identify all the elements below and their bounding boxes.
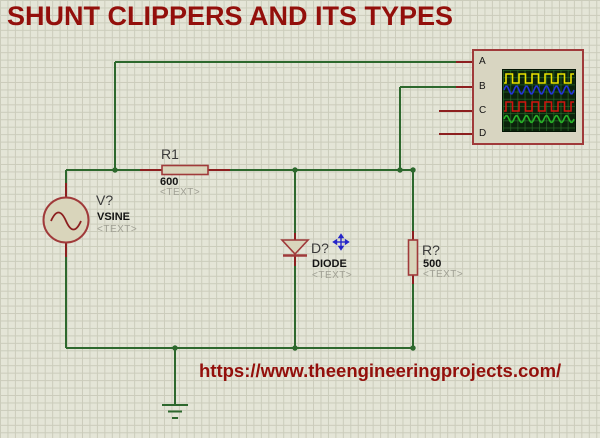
load-ref-label[interactable]: R? [422, 242, 440, 258]
waveform-channel-B [503, 85, 575, 95]
source-ref-label[interactable]: V? [96, 192, 114, 208]
r1-value-label[interactable]: 600 [160, 176, 179, 188]
load-param-label[interactable]: <TEXT> [423, 269, 464, 280]
scope-channel-d-label: D [479, 128, 487, 139]
scope-channel-b-label: B [479, 81, 486, 92]
origin-marker-icon [332, 233, 350, 251]
diode-ref-label[interactable]: D? [311, 240, 329, 256]
source-model-label[interactable]: VSINE [97, 211, 131, 223]
diode-symbol[interactable] [280, 239, 310, 257]
junction-dots [112, 167, 416, 351]
sine-glyph [50, 211, 82, 231]
waveform-display [503, 73, 575, 124]
waveform-channel-A [504, 73, 574, 84]
r1-ref-label[interactable]: R1 [161, 146, 179, 162]
resistor-load-body[interactable] [407, 239, 419, 276]
scope-channel-a-label: A [479, 56, 486, 67]
website-url: https://www.theengineeringprojects.com/ [199, 360, 562, 381]
voltage-source-symbol[interactable] [42, 196, 90, 244]
wires[interactable] [65, 61, 456, 405]
source-param-label[interactable]: <TEXT> [97, 224, 138, 235]
r1-param-label[interactable]: <TEXT> [160, 187, 201, 198]
component-pins [65, 61, 473, 284]
waveform-channel-C [504, 101, 574, 112]
load-value-label[interactable]: 500 [423, 258, 442, 270]
page-title: SHUNT CLIPPERS AND ITS TYPES [7, 1, 454, 31]
oscilloscope-screen [502, 69, 576, 132]
diode-model-label[interactable]: DIODE [312, 258, 347, 270]
diode-param-label[interactable]: <TEXT> [312, 270, 353, 281]
scope-channel-c-label: C [479, 105, 487, 116]
resistor-r1-body[interactable] [161, 164, 209, 176]
ground-symbol[interactable] [162, 404, 188, 419]
waveform-channel-D [503, 114, 575, 124]
